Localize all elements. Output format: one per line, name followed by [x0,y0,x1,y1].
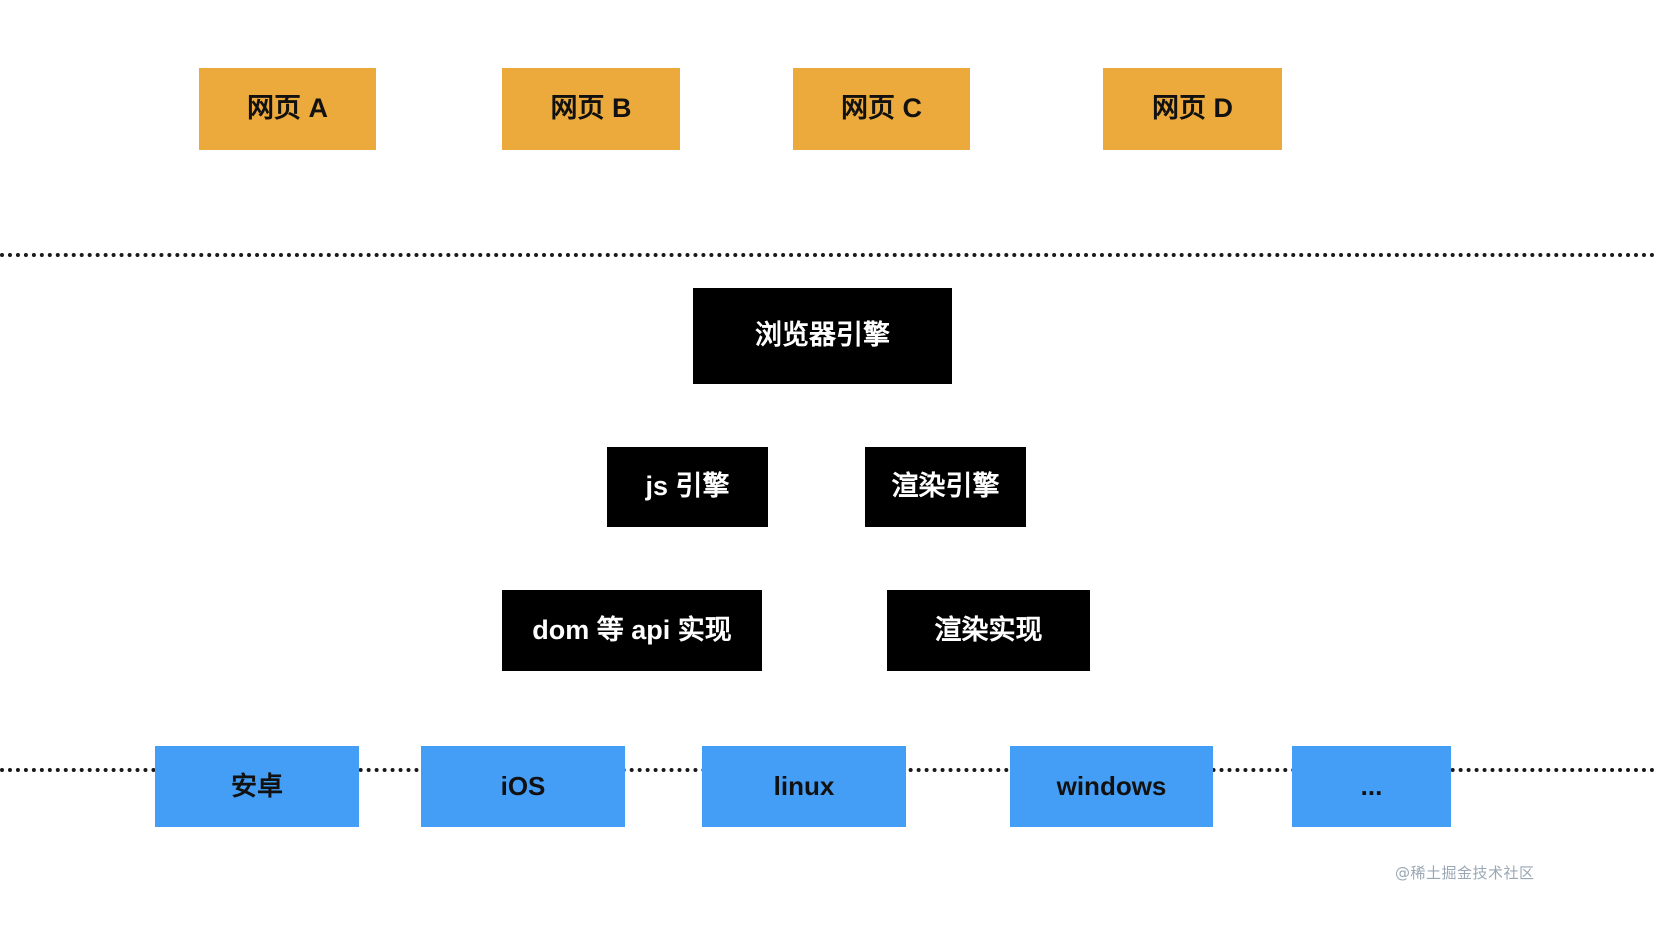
os-box-linux-label: linux [773,771,835,802]
render-engine-box: 渲染引擎 [865,447,1026,527]
page-box-c-label: 网页 C [841,93,922,124]
page-box-a-label: 网页 A [247,93,328,124]
os-box-linux: linux [702,746,906,827]
dom-api-impl-box: dom 等 api 实现 [502,590,762,671]
page-box-d: 网页 D [1103,68,1282,150]
os-box-android-label: 安卓 [230,771,283,802]
render-engine-label: 渲染引擎 [891,471,1000,502]
browser-engine-label: 浏览器引擎 [755,320,890,351]
os-box-ios-label: iOS [500,771,546,802]
page-box-c: 网页 C [793,68,970,150]
os-box-more: ... [1292,746,1451,827]
render-impl-label: 渲染实现 [934,614,1043,645]
page-box-d-label: 网页 D [1152,93,1233,124]
os-box-ios: iOS [421,746,625,827]
js-engine-label: js 引擎 [645,471,730,502]
watermark-text: @稀土掘金技术社区 [1395,864,1535,882]
page-box-a: 网页 A [199,68,376,150]
os-box-windows: windows [1010,746,1213,827]
pages-engine-divider [0,253,1656,257]
browser-engine-box: 浏览器引擎 [693,288,952,384]
page-box-b: 网页 B [502,68,680,150]
js-engine-box: js 引擎 [607,447,768,527]
os-box-windows-label: windows [1056,771,1167,802]
page-box-b-label: 网页 B [550,93,632,124]
os-box-android: 安卓 [155,746,359,827]
dom-api-impl-label: dom 等 api 实现 [532,614,732,645]
watermark: @稀土掘金技术社区 [1395,862,1535,883]
os-box-more-label: ... [1360,771,1383,802]
render-impl-box: 渲染实现 [887,590,1090,671]
